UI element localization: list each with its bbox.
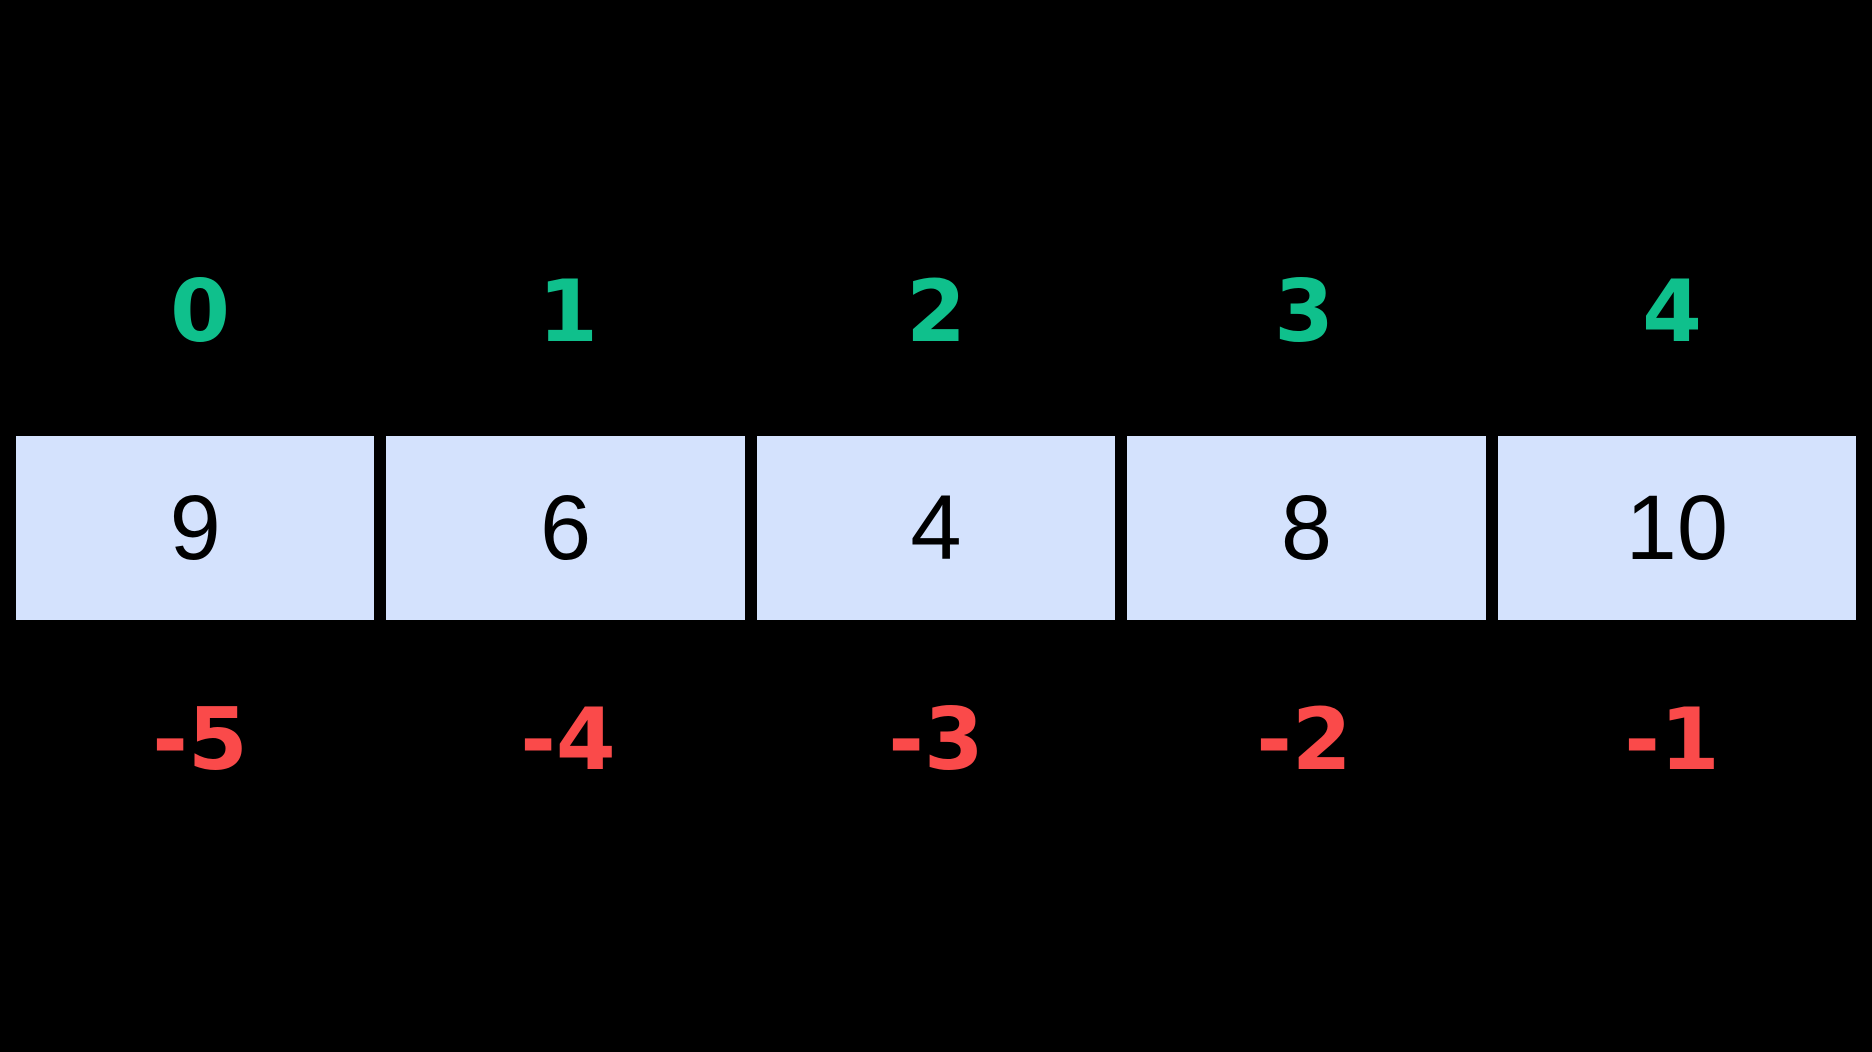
positive-index-cell: 1 bbox=[384, 262, 752, 362]
positive-index-cell: 4 bbox=[1488, 262, 1856, 362]
negative-index-cell: -2 bbox=[1120, 690, 1488, 790]
positive-index-cell: 2 bbox=[752, 262, 1120, 362]
negative-index-label-0: -5 bbox=[152, 690, 248, 790]
array-cells-row: 9 6 4 8 10 bbox=[16, 436, 1857, 620]
array-cell-2[interactable]: 4 bbox=[756, 436, 1116, 620]
array-cell-4[interactable]: 10 bbox=[1497, 436, 1857, 620]
array-cell-1[interactable]: 6 bbox=[386, 436, 745, 620]
array-value-1: 6 bbox=[540, 477, 592, 579]
negative-index-row: -5 -4 -3 -2 -1 bbox=[16, 690, 1856, 790]
negative-index-label-3: -2 bbox=[1256, 690, 1352, 790]
negative-index-cell: -5 bbox=[16, 690, 384, 790]
positive-index-label-4: 4 bbox=[1642, 262, 1702, 362]
negative-index-label-4: -1 bbox=[1624, 690, 1720, 790]
negative-index-label-2: -3 bbox=[888, 690, 984, 790]
negative-index-cell: -1 bbox=[1488, 690, 1856, 790]
negative-index-label-1: -4 bbox=[520, 690, 616, 790]
array-value-4: 10 bbox=[1625, 477, 1728, 579]
array-cell-0[interactable]: 9 bbox=[16, 436, 375, 620]
positive-index-row: 0 1 2 3 4 bbox=[16, 262, 1856, 362]
negative-index-cell: -4 bbox=[384, 690, 752, 790]
negative-index-cell: -3 bbox=[752, 690, 1120, 790]
array-cell-3[interactable]: 8 bbox=[1127, 436, 1486, 620]
positive-index-label-1: 1 bbox=[538, 262, 598, 362]
positive-index-cell: 0 bbox=[16, 262, 384, 362]
array-value-2: 4 bbox=[910, 477, 962, 579]
positive-index-label-0: 0 bbox=[170, 262, 230, 362]
positive-index-cell: 3 bbox=[1120, 262, 1488, 362]
array-value-0: 9 bbox=[169, 477, 221, 579]
positive-index-label-3: 3 bbox=[1274, 262, 1334, 362]
positive-index-label-2: 2 bbox=[906, 262, 966, 362]
array-value-3: 8 bbox=[1280, 477, 1332, 579]
